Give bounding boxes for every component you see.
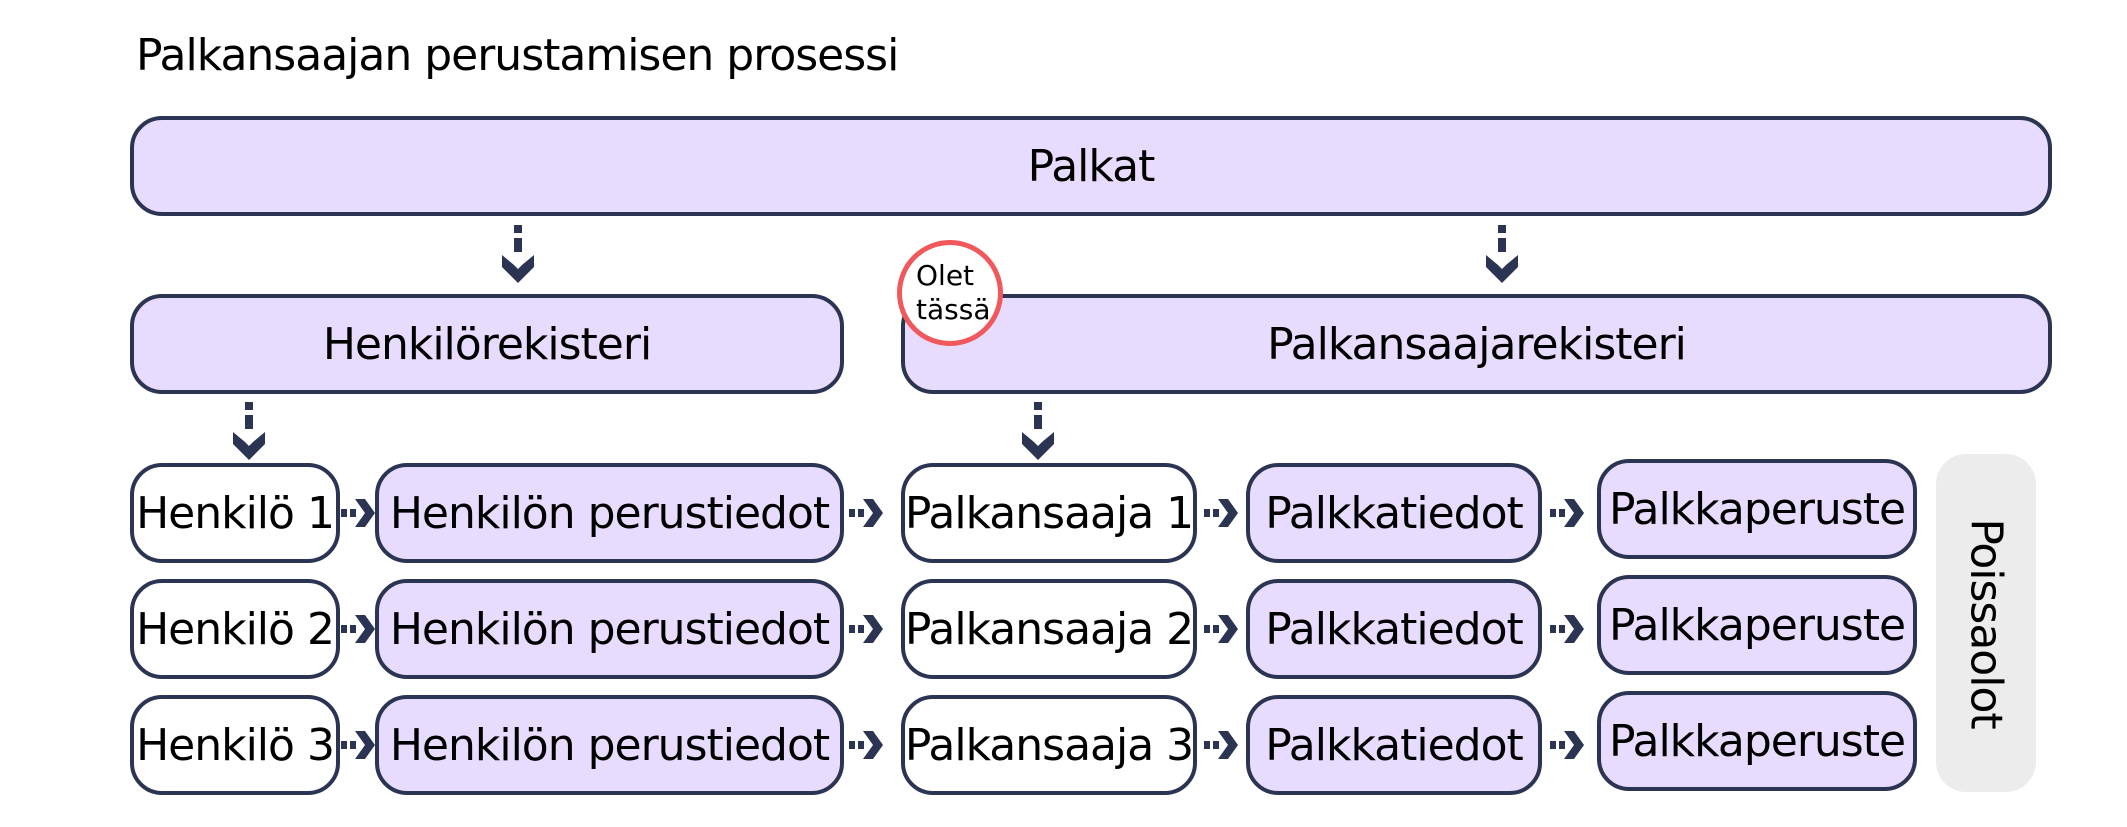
palkat-box[interactable]: Palkat xyxy=(130,116,2052,216)
palkkatiedot-label: Palkkatiedot xyxy=(1265,603,1524,655)
henkilon-perustiedot-box[interactable]: Henkilön perustiedot xyxy=(375,463,844,563)
henkilon-perustiedot-box[interactable]: Henkilön perustiedot xyxy=(375,579,844,679)
right-arrow-icon xyxy=(341,495,377,531)
you-are-here-marker: Olet tässä xyxy=(897,240,1003,346)
henkilo-label: Henkilö 1 xyxy=(136,487,335,539)
palkkatiedot-box[interactable]: Palkkatiedot xyxy=(1246,463,1542,563)
henkilon-perustiedot-box[interactable]: Henkilön perustiedot xyxy=(375,695,844,795)
henkilo-box[interactable]: Henkilö 1 xyxy=(130,463,340,563)
right-arrow-icon xyxy=(1204,495,1240,531)
right-arrow-icon xyxy=(1204,727,1240,763)
right-arrow-icon xyxy=(1204,611,1240,647)
down-arrow-icon xyxy=(502,225,534,283)
right-arrow-icon xyxy=(849,611,885,647)
poissaolot-box[interactable]: Poissaolot xyxy=(1936,454,2036,792)
down-arrow-icon xyxy=(1022,402,1054,460)
right-arrow-icon xyxy=(1550,495,1586,531)
palkansaajarekisteri-box[interactable]: Palkansaajarekisteri xyxy=(901,294,2052,394)
palkansaaja-label: Palkansaaja 2 xyxy=(904,603,1194,655)
henkilon-perustiedot-label: Henkilön perustiedot xyxy=(389,487,830,539)
palkkatiedot-label: Palkkatiedot xyxy=(1265,487,1524,539)
henkilo-label: Henkilö 3 xyxy=(136,719,335,771)
right-arrow-icon xyxy=(1550,611,1586,647)
henkilon-perustiedot-label: Henkilön perustiedot xyxy=(389,603,830,655)
palkkatiedot-label: Palkkatiedot xyxy=(1265,719,1524,771)
henkilorekisteri-label: Henkilörekisteri xyxy=(322,318,652,370)
palkkaperuste-box[interactable]: Palkkaperuste xyxy=(1597,459,1917,559)
diagram-title: Palkansaajan perustamisen prosessi xyxy=(136,30,899,81)
palkansaaja-label: Palkansaaja 1 xyxy=(904,487,1194,539)
right-arrow-icon xyxy=(1550,727,1586,763)
marker-line2: tässä xyxy=(916,293,991,326)
right-arrow-icon xyxy=(341,727,377,763)
henkilo-box[interactable]: Henkilö 3 xyxy=(130,695,340,795)
right-arrow-icon xyxy=(849,495,885,531)
palkkaperuste-box[interactable]: Palkkaperuste xyxy=(1597,575,1917,675)
marker-line1: Olet xyxy=(916,259,975,292)
right-arrow-icon xyxy=(341,611,377,647)
right-arrow-icon xyxy=(849,727,885,763)
poissaolot-label: Poissaolot xyxy=(1960,517,2012,729)
down-arrow-icon xyxy=(1486,225,1518,283)
palkansaaja-box[interactable]: Palkansaaja 3 xyxy=(901,695,1197,795)
palkansaaja-label: Palkansaaja 3 xyxy=(904,719,1194,771)
palkansaaja-box[interactable]: Palkansaaja 2 xyxy=(901,579,1197,679)
palkkaperuste-box[interactable]: Palkkaperuste xyxy=(1597,691,1917,791)
henkilon-perustiedot-label: Henkilön perustiedot xyxy=(389,719,830,771)
henkilorekisteri-box[interactable]: Henkilörekisteri xyxy=(130,294,844,394)
palkkatiedot-box[interactable]: Palkkatiedot xyxy=(1246,579,1542,679)
palkat-label: Palkat xyxy=(1027,140,1156,192)
palkkaperuste-label: Palkkaperuste xyxy=(1608,715,1906,767)
palkkaperuste-label: Palkkaperuste xyxy=(1608,483,1906,535)
down-arrow-icon xyxy=(233,402,265,460)
palkkaperuste-label: Palkkaperuste xyxy=(1608,599,1906,651)
henkilo-label: Henkilö 2 xyxy=(136,603,335,655)
henkilo-box[interactable]: Henkilö 2 xyxy=(130,579,340,679)
palkansaajarekisteri-label: Palkansaajarekisteri xyxy=(1267,318,1687,370)
palkansaaja-box[interactable]: Palkansaaja 1 xyxy=(901,463,1197,563)
palkkatiedot-box[interactable]: Palkkatiedot xyxy=(1246,695,1542,795)
